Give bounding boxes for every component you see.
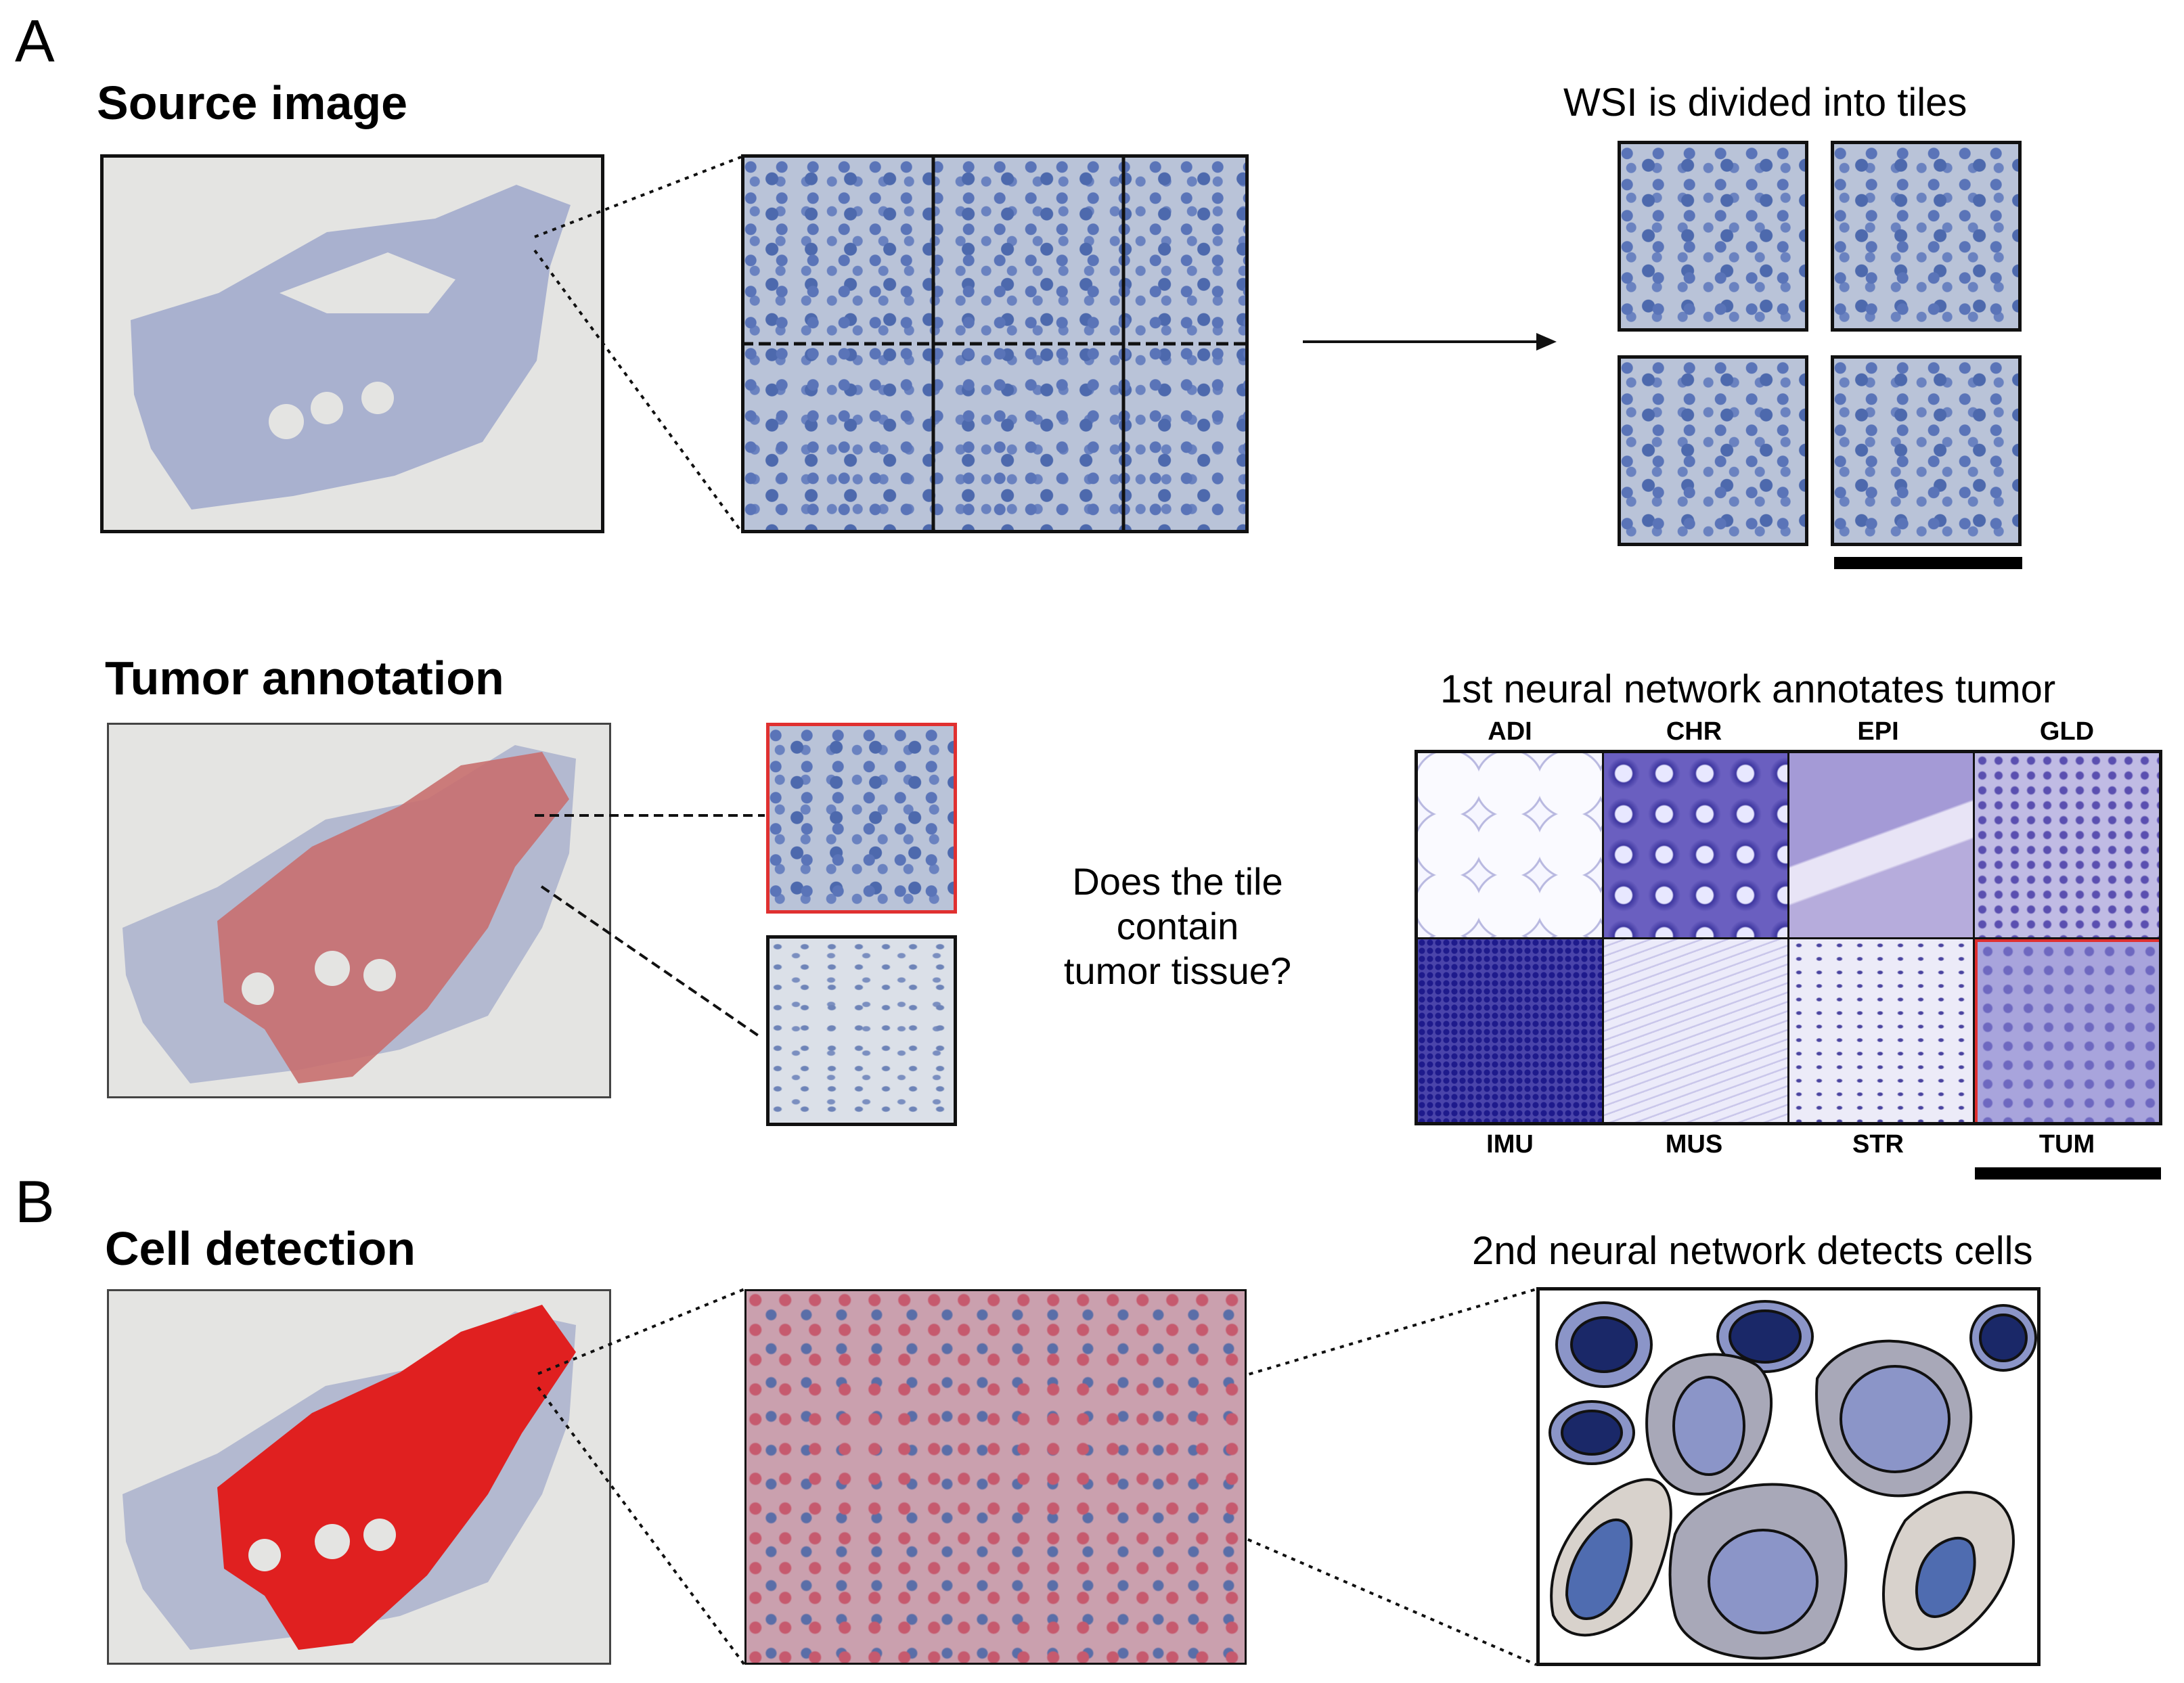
tile-gld (1974, 753, 2159, 937)
tile (1618, 141, 1808, 332)
cell-nucleus (1840, 1365, 1951, 1473)
class-label-mus: MUS (1665, 1130, 1723, 1159)
panel-label-b: B (15, 1168, 55, 1235)
cell-nucleus (1708, 1529, 1819, 1634)
tile-str (1789, 939, 1973, 1122)
class-label-chr: CHR (1666, 717, 1722, 746)
scale-bar (1834, 557, 2022, 569)
question-line: tumor tissue? (1063, 949, 1292, 992)
detection-zoom (744, 1289, 1247, 1665)
cell-nucleus (1979, 1314, 2028, 1362)
panel-label-a: A (15, 7, 55, 74)
tile-tum (1974, 939, 2159, 1122)
tissue-silhouette (131, 185, 571, 510)
tumor-annotation-title: Tumor annotation (105, 652, 504, 704)
class-grid (1414, 750, 2162, 1125)
grid-divider (1418, 937, 2159, 939)
tile-imu (1418, 939, 1602, 1122)
class-label-imu: IMU (1486, 1130, 1534, 1159)
cell-nucleus (1565, 1518, 1633, 1620)
tiles-caption: WSI is divided into tiles (1563, 81, 1967, 125)
tissue-silhouette (122, 1305, 576, 1650)
source-image-title: Source image (97, 76, 408, 129)
nn2-caption: 2nd neural network detects cells (1472, 1229, 2033, 1273)
tile-mus (1603, 939, 1787, 1122)
annotated-wsi-thumbnail (107, 723, 611, 1098)
cell-nucleus (1729, 1309, 1802, 1364)
tumor-tile (766, 723, 957, 914)
cell-diagram (1536, 1287, 2041, 1666)
cell-nucleus (1672, 1376, 1745, 1476)
cell-detection-title: Cell detection (105, 1222, 416, 1275)
source-wsi-thumbnail (100, 154, 604, 533)
class-label-epi: EPI (1857, 717, 1899, 746)
class-label-str: STR (1852, 1130, 1904, 1159)
class-label-gld: GLD (2039, 717, 2095, 746)
question-line: contain (1116, 905, 1239, 947)
tile (1831, 355, 2022, 546)
tile-chr (1603, 753, 1787, 937)
tile-adi (1418, 753, 1602, 937)
detection-wsi-thumbnail (107, 1289, 611, 1665)
tile (1618, 355, 1808, 546)
tissue-silhouette (122, 745, 576, 1083)
tile-epi (1789, 753, 1973, 937)
class-label-adi: ADI (1488, 717, 1532, 746)
class-label-tum: TUM (2038, 1130, 2095, 1159)
scale-bar (1975, 1167, 2161, 1180)
cell-nucleus (1561, 1410, 1623, 1456)
cells (1548, 1300, 2037, 1660)
tumor-question: Does the tile contain tumor tissue? (1015, 859, 1340, 993)
nn1-caption: 1st neural network annotates tumor (1440, 667, 2056, 711)
non-tumor-tile (766, 935, 957, 1126)
tile (1831, 141, 2022, 332)
cell-nucleus (1915, 1536, 1976, 1618)
question-line: Does the tile (1072, 860, 1283, 903)
cell-nucleus (1570, 1316, 1638, 1373)
